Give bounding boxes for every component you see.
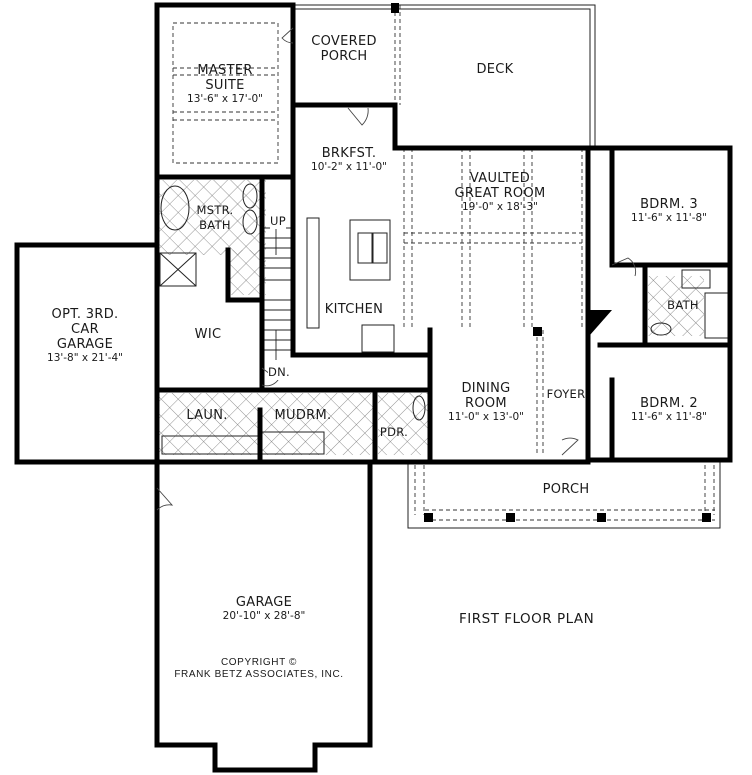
room-name: BRKFST. bbox=[321, 146, 377, 161]
room-name-line2: CAR bbox=[71, 322, 99, 337]
room-mudroom: MUDRM. bbox=[275, 408, 332, 423]
room-powder: PDR. bbox=[380, 425, 408, 440]
room-name-line3: GARAGE bbox=[56, 337, 114, 352]
room-name-line1: MASTER bbox=[197, 63, 253, 78]
room-name: KITCHEN bbox=[324, 302, 384, 317]
room-name-line1: MSTR. bbox=[196, 203, 234, 217]
room-name: WIC bbox=[194, 327, 222, 342]
room-bath: BATH bbox=[667, 298, 699, 313]
room-name: BATH bbox=[667, 298, 699, 312]
stairs-down-label: DN. bbox=[267, 365, 291, 380]
room-master-bath: MSTR. BATH bbox=[197, 203, 234, 233]
room-name-line2: ROOM bbox=[465, 396, 507, 411]
room-name: LAUN. bbox=[186, 408, 228, 423]
room-dimensions: 19'-0" x 18'-3" bbox=[462, 201, 538, 213]
porch-posts bbox=[391, 3, 711, 522]
room-name-line2: SUITE bbox=[205, 78, 245, 93]
room-great-room: VAULTED GREAT ROOM 19'-0" x 18'-3" bbox=[455, 171, 546, 214]
room-dimensions: 11'-6" x 11'-8" bbox=[631, 212, 707, 224]
stairs-up-text: UP bbox=[270, 214, 286, 228]
room-covered-porch: COVERED PORCH bbox=[311, 34, 377, 64]
ceiling-lines bbox=[172, 5, 715, 521]
room-name-line1: OPT. 3RD. bbox=[51, 307, 119, 322]
room-name-line1: DINING bbox=[461, 381, 511, 396]
thin-outlines bbox=[154, 4, 731, 745]
room-laundry: LAUN. bbox=[186, 408, 227, 423]
room-name: PORCH bbox=[542, 482, 590, 497]
room-name-line1: VAULTED bbox=[469, 171, 531, 186]
room-garage: GARAGE 20'-10" x 28'-8" bbox=[223, 595, 306, 623]
room-dimensions: 13'-6" x 17'-0" bbox=[187, 93, 263, 105]
room-optional-garage: OPT. 3RD. CAR GARAGE 13'-8" x 21'-4" bbox=[47, 307, 123, 365]
room-name-line2: GREAT ROOM bbox=[454, 186, 546, 201]
copyright-notice: COPYRIGHT © FRANK BETZ ASSOCIATES, INC. bbox=[174, 657, 343, 681]
room-dimensions: 11'-0" x 13'-0" bbox=[448, 411, 524, 423]
room-name-line1: COVERED bbox=[311, 34, 377, 49]
room-name: BDRM. 2 bbox=[640, 396, 698, 411]
copyright-line1: COPYRIGHT © bbox=[220, 657, 297, 668]
room-dimensions: 11'-6" x 11'-8" bbox=[631, 411, 707, 423]
room-dimensions: 10'-2" x 11'-0" bbox=[311, 161, 387, 173]
room-master-suite: MASTER SUITE 13'-6" x 17'-0" bbox=[187, 63, 263, 106]
exterior-walls bbox=[14, 2, 733, 773]
room-name: PDR. bbox=[379, 425, 409, 439]
plan-title: FIRST FLOOR PLAN bbox=[459, 611, 595, 627]
room-bedroom-3: BDRM. 3 11'-6" x 11'-8" bbox=[631, 197, 707, 225]
stairs-up-label: UP bbox=[270, 214, 286, 229]
room-dimensions: 20'-10" x 28'-8" bbox=[222, 610, 306, 622]
room-deck: DECK bbox=[476, 62, 513, 77]
copyright-line2: FRANK BETZ ASSOCIATES, INC. bbox=[174, 669, 344, 680]
room-breakfast: BRKFST. 10'-2" x 11'-0" bbox=[311, 146, 387, 174]
room-kitchen: KITCHEN bbox=[325, 302, 383, 317]
room-dining: DINING ROOM 11'-0" x 13'-0" bbox=[448, 381, 524, 424]
room-bedroom-2: BDRM. 2 11'-6" x 11'-8" bbox=[631, 396, 707, 424]
room-dimensions: 13'-8" x 21'-4" bbox=[47, 352, 123, 364]
room-porch: PORCH bbox=[543, 482, 590, 497]
room-foyer: FOYER bbox=[547, 387, 586, 402]
room-name: MUDRM. bbox=[274, 408, 332, 423]
room-name: BDRM. 3 bbox=[640, 197, 698, 212]
room-name-line2: PORCH bbox=[320, 49, 368, 64]
door-swings bbox=[156, 27, 636, 511]
room-name: GARAGE bbox=[235, 595, 293, 610]
room-name: FOYER bbox=[546, 387, 586, 401]
stairs bbox=[262, 225, 295, 360]
room-name-line2: BATH bbox=[199, 218, 231, 232]
room-name: DECK bbox=[476, 62, 514, 77]
room-wic: WIC bbox=[195, 327, 222, 342]
stairs-down-text: DN. bbox=[267, 365, 291, 379]
